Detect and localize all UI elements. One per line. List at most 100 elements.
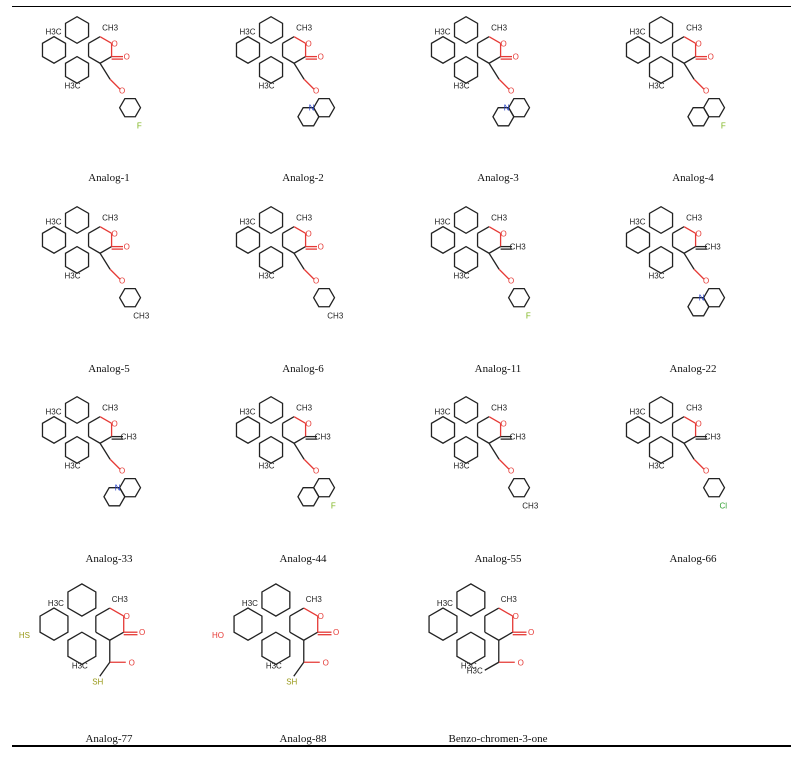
lactone-bond [99,246,112,254]
fused-aryl-ring [297,487,320,507]
lactone-bond [99,416,112,424]
carbonyl-oxygen-label: O [528,628,534,637]
lactone-bond [88,436,101,444]
angular-methyl-label: H3C [649,82,665,91]
exo-methylene-label: CH3 [705,433,722,442]
carbonyl-oxygen-label: O [318,243,324,252]
ring-a [233,607,263,642]
side-chain-bond [99,442,111,460]
ether-oxygen-label: O [313,86,319,95]
lactone-bond [477,416,490,424]
lactone-bond [303,631,319,641]
carbonyl-oxygen-label: O [139,628,145,637]
lactone-bond [293,436,306,444]
angular-methyl-label: CH3 [491,214,508,223]
angular-methyl-label: H3C [454,82,470,91]
ring-c [648,55,674,84]
angular-methyl-label: H3C [65,462,81,471]
ether-oxygen-label: O [313,466,319,475]
angular-methyl-label: CH3 [491,404,508,413]
ring-b [67,583,97,617]
thiol-bond [293,661,305,677]
table-bottom-rule [12,745,791,747]
ether-bond [109,268,121,280]
lactone-bond [293,56,306,64]
analog-caption: Analog-55 [474,553,522,565]
angular-methyl-label: H3C [65,272,81,281]
analog-caption: Analog-66 [669,553,717,565]
ring-a [39,607,69,642]
ether-bond [693,78,705,90]
gem-methyl-label: H3C [240,408,256,417]
ether-bond [498,268,510,280]
ring-a [41,225,67,255]
ring-a [430,415,456,445]
aryl-ring [312,288,336,308]
carbonyl-oxygen-label: O [513,53,519,62]
ether-oxygen-label: O [703,466,709,475]
ring-a [235,225,261,255]
thiol-label: SH [92,677,103,686]
exo-methylene-label: CH3 [510,433,527,442]
ring-oxygen-label: O [695,39,701,48]
ring-b [648,205,674,235]
angular-methyl-label: CH3 [686,404,703,413]
ring-c [453,435,479,464]
ring-c [258,435,284,464]
ring-b [64,395,90,425]
ring-a [41,35,67,65]
fused-aryl-ring [687,107,710,127]
nitrogen-label: N [115,484,121,493]
ring-a [430,35,456,65]
side-oxygen-label: O [129,658,135,667]
ring-a [625,35,651,65]
lactone-bond [293,416,306,424]
lactone-bond [282,56,295,64]
side-chain-bond [293,62,305,80]
fused-aryl-ring [492,107,515,127]
ring-b [64,205,90,235]
carbonyl-oxygen-label: O [708,53,714,62]
angular-methyl-label: H3C [454,272,470,281]
side-chain-bond [99,252,111,270]
lactone-bond [95,631,111,641]
ring-b [258,15,284,45]
ring-c [67,631,97,666]
exo-methylene-label: CH3 [315,433,332,442]
aryl-ring [118,288,142,308]
lactone-bond [498,607,514,617]
ether-oxygen-label: O [508,466,514,475]
chlorine-label: Cl [720,502,728,511]
angular-methyl-label: CH3 [102,404,119,413]
fluorine-label: F [331,502,336,511]
thiol-bond [99,661,111,677]
lactone-bond [672,36,685,44]
angular-methyl-label: CH3 [102,24,119,33]
lactone-bond [99,226,112,234]
lactone-bond [293,226,306,234]
ether-bond [693,268,705,280]
gem-methyl-label: H3C [240,28,256,37]
ring-oxygen-label: O [513,612,519,621]
ring-a [235,415,261,445]
ether-oxygen-label: O [119,86,125,95]
hs-label: HS [19,631,30,640]
side-chain-bond [293,252,305,270]
lactone-bond [99,436,112,444]
side-oxygen-label: O [518,658,524,667]
carbonyl-oxygen-label: O [318,53,324,62]
angular-methyl-label: H3C [649,272,665,281]
lactone-bond [477,436,490,444]
gem-methyl-label: H3C [630,408,646,417]
ether-oxygen-label: O [313,276,319,285]
ring-b [453,15,479,45]
fused-aryl-ring [297,107,320,127]
ring-b [456,583,486,617]
